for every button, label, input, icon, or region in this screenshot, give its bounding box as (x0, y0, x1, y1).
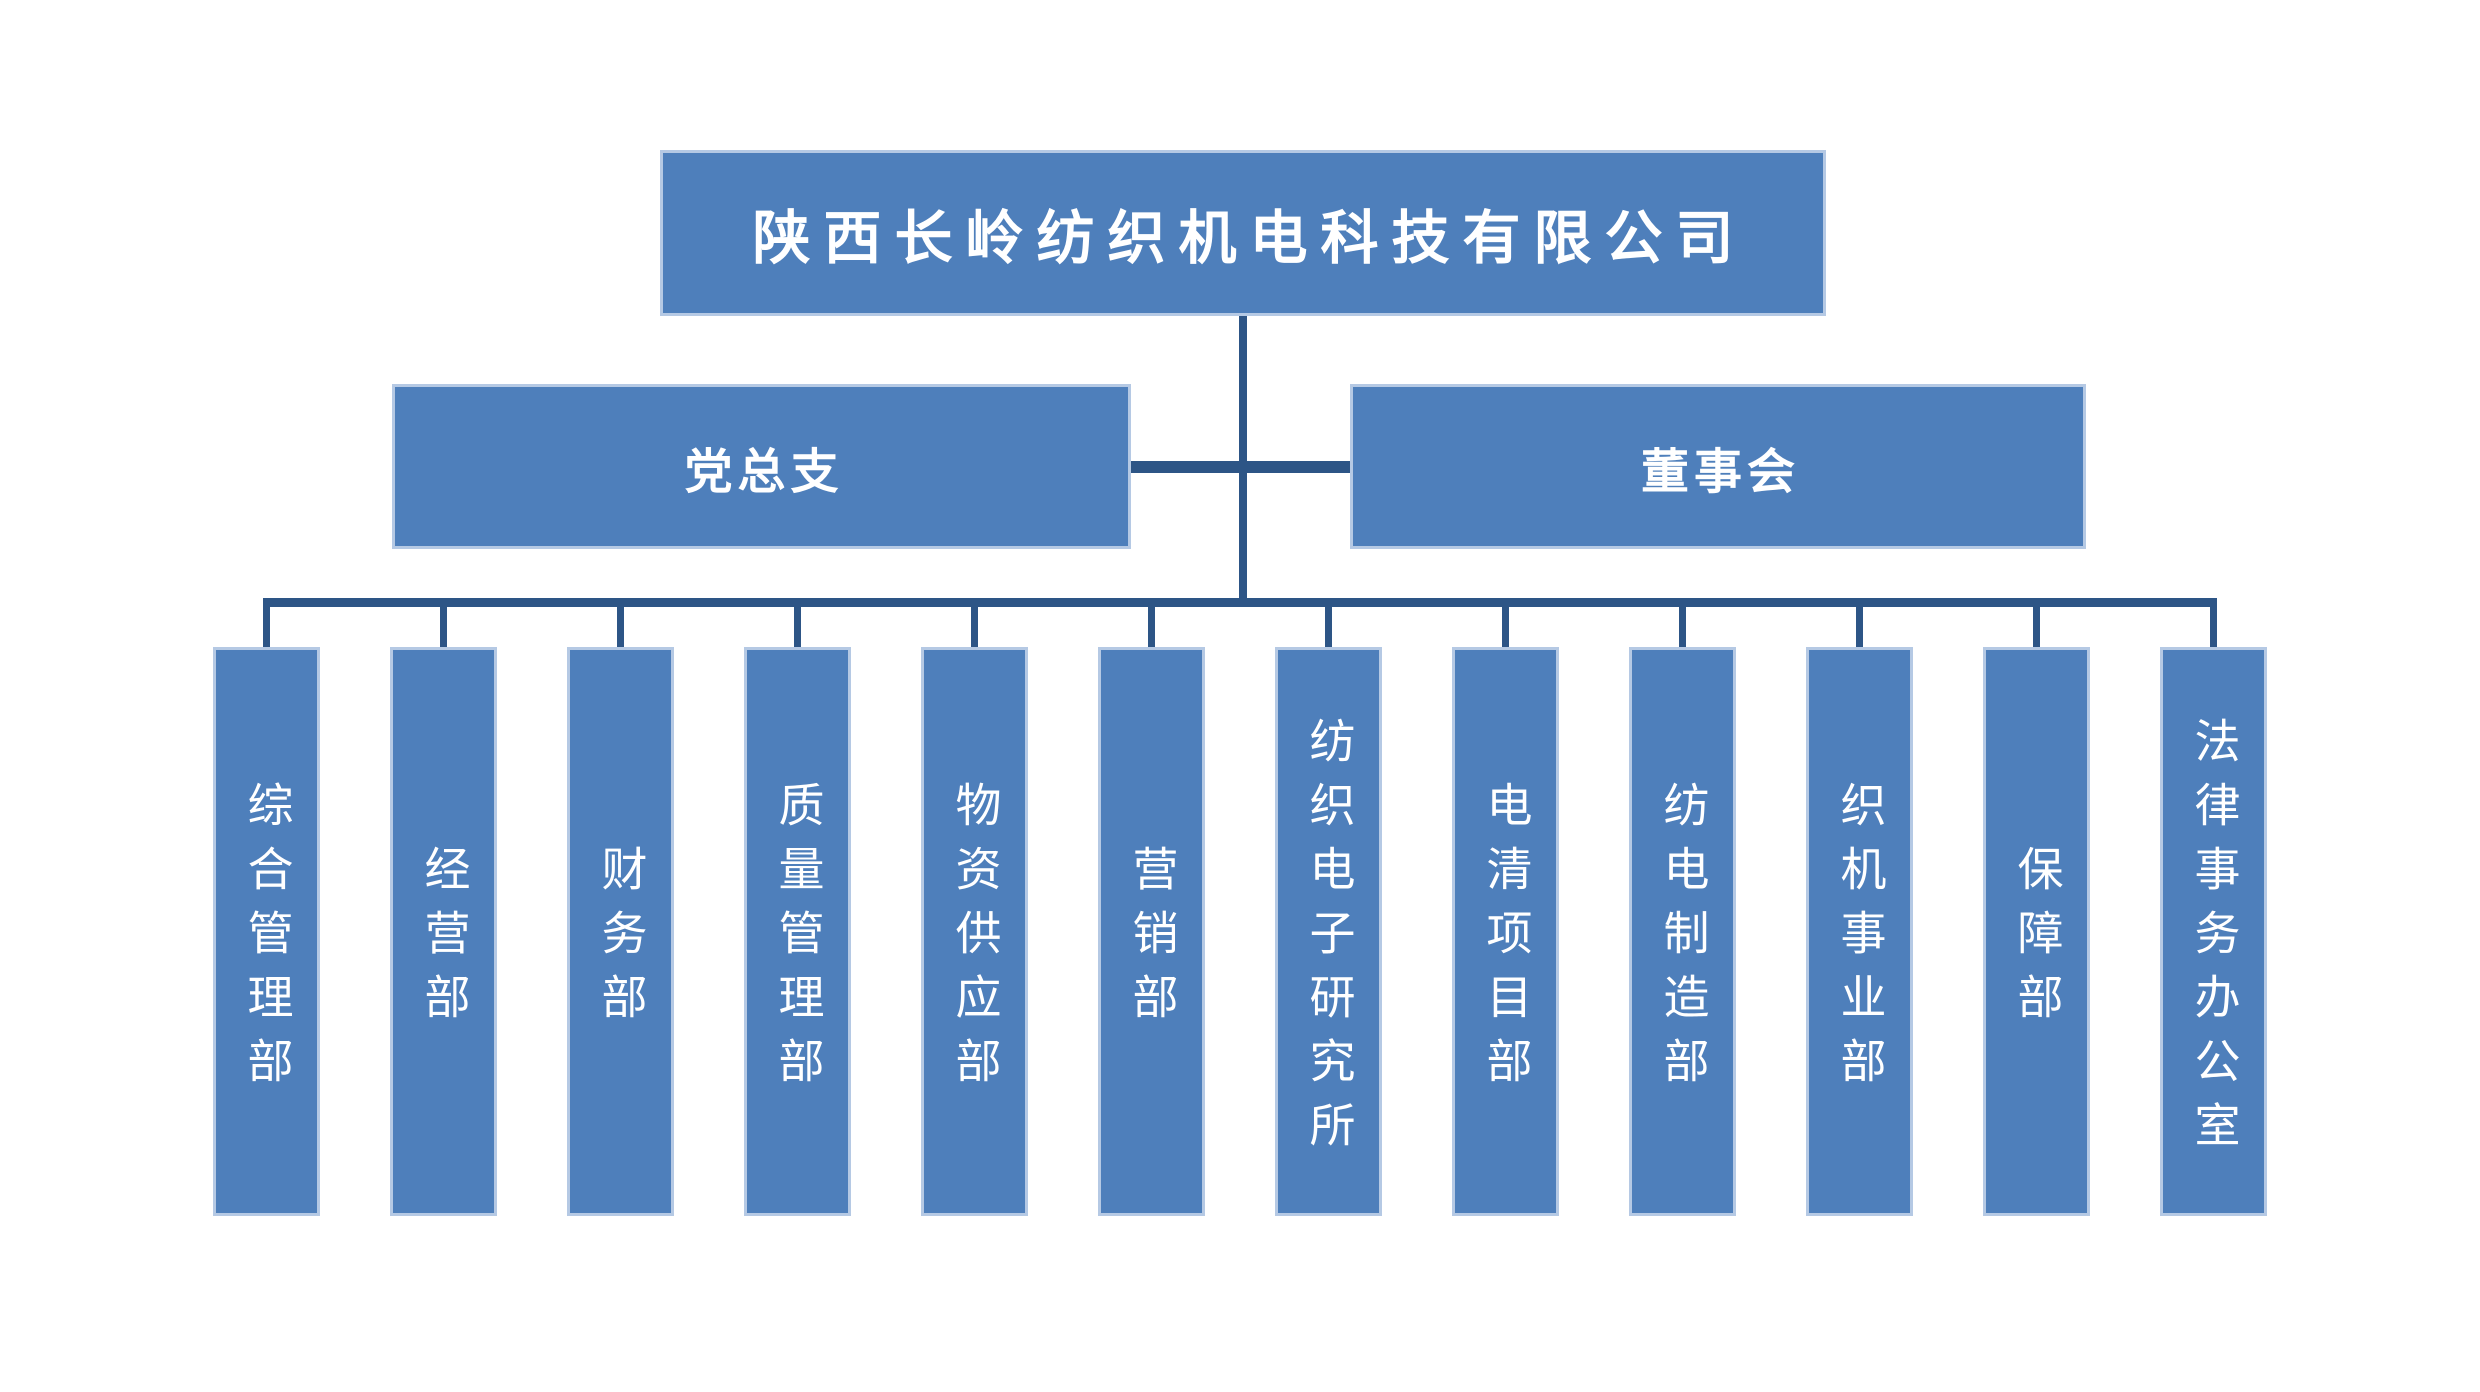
department-box: 法律事务办公室 (2160, 647, 2267, 1216)
company-root-label: 陕西长岭纺织机电科技有限公司 (752, 206, 1747, 271)
connector-stub (794, 605, 801, 649)
board-of-directors-box: 董事会 (1350, 384, 2086, 549)
department-label: 电清项目部 (1480, 780, 1532, 1101)
department-box: 营销部 (1098, 647, 1205, 1216)
connector-root-vertical (1239, 314, 1247, 606)
connector-stub (617, 605, 624, 649)
department-label: 综合管理部 (241, 780, 293, 1101)
party-general-branch-label: 党总支 (684, 445, 844, 499)
connector-stub (263, 605, 270, 649)
connector-stub (2033, 605, 2040, 649)
connector-stub (1325, 605, 1332, 649)
board-of-directors-label: 董事会 (1640, 445, 1800, 499)
connector-stub (1856, 605, 1863, 649)
department-box: 纺织电子研究所 (1275, 647, 1382, 1216)
connector-rail (263, 598, 2217, 607)
connector-stub (1502, 605, 1509, 649)
department-label: 法律事务办公室 (2188, 716, 2240, 1165)
connector-stub (2210, 605, 2217, 649)
department-label: 织机事业部 (1834, 780, 1886, 1101)
department-box: 经营部 (390, 647, 497, 1216)
department-box: 质量管理部 (744, 647, 851, 1216)
department-label: 物资供应部 (949, 780, 1001, 1101)
department-label: 质量管理部 (772, 780, 824, 1101)
connector-party-board (1130, 461, 1351, 473)
department-label: 保障部 (2011, 844, 2063, 1037)
department-label: 财务部 (595, 844, 647, 1037)
department-box: 财务部 (567, 647, 674, 1216)
department-label: 纺织电子研究所 (1303, 716, 1355, 1165)
department-box: 纺电制造部 (1629, 647, 1736, 1216)
department-label: 营销部 (1126, 844, 1178, 1037)
department-label: 经营部 (418, 844, 470, 1037)
connector-stub (440, 605, 447, 649)
department-box: 综合管理部 (213, 647, 320, 1216)
department-box: 保障部 (1983, 647, 2090, 1216)
company-root-box: 陕西长岭纺织机电科技有限公司 (660, 150, 1826, 316)
connector-stub (1148, 605, 1155, 649)
connector-stub (971, 605, 978, 649)
department-box: 物资供应部 (921, 647, 1028, 1216)
party-general-branch-box: 党总支 (392, 384, 1131, 549)
department-box: 织机事业部 (1806, 647, 1913, 1216)
connector-stub (1679, 605, 1686, 649)
department-box: 电清项目部 (1452, 647, 1559, 1216)
department-label: 纺电制造部 (1657, 780, 1709, 1101)
